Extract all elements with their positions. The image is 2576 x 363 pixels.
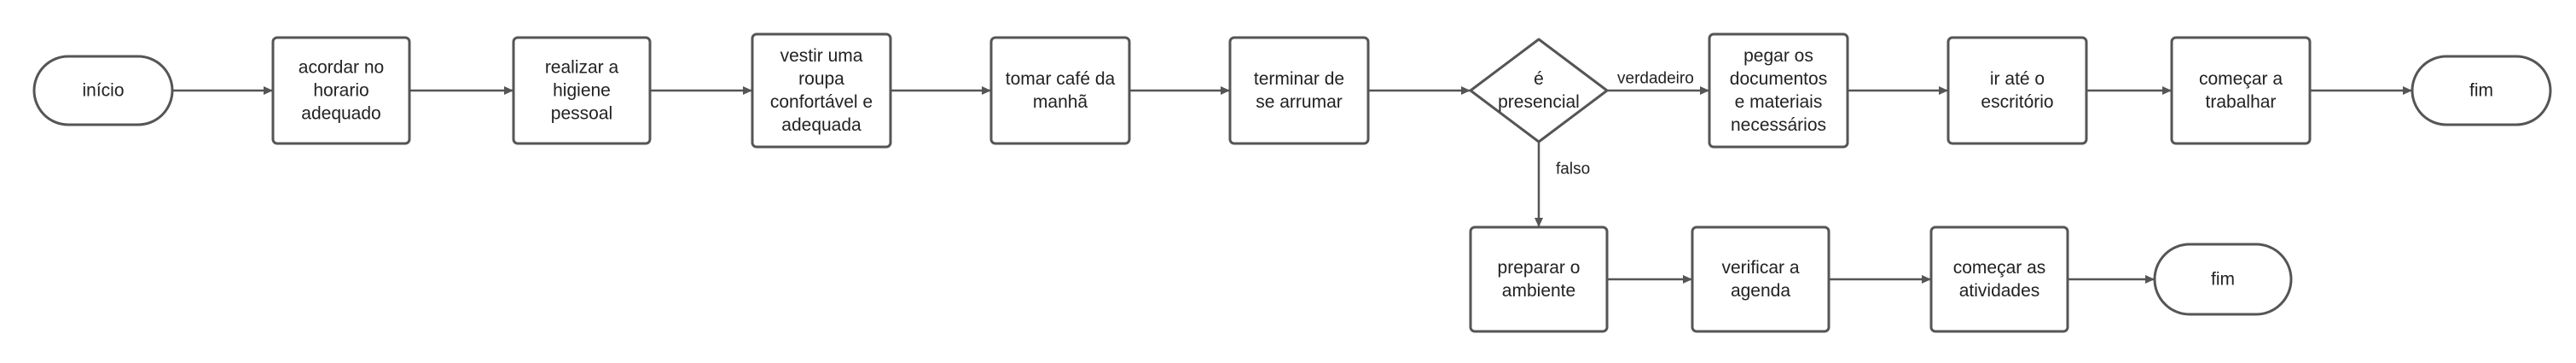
node-ambiente: preparar o ambiente [1469, 225, 1609, 333]
edge-presencial-to-ambiente: falso [1535, 142, 1590, 227]
node-label-line: vestir uma [780, 46, 863, 66]
node-label-line: ambiente [1502, 281, 1575, 301]
process-shape [512, 36, 652, 145]
node-label-line: roupa [798, 69, 844, 89]
node-agenda: verificar a agenda [1691, 225, 1830, 333]
process-shape [1469, 225, 1609, 333]
node-label-line: pegar os [1743, 46, 1813, 66]
process-shape [1708, 32, 1849, 149]
node-label-line: terminar de [1254, 69, 1344, 89]
node-label-line: documentos [1730, 69, 1827, 89]
process-shape [1691, 225, 1830, 333]
node-label-line: higiene [553, 81, 611, 101]
node-label-line: confortável e [770, 92, 873, 112]
node-label-line: é [1534, 69, 1544, 89]
node-cafe: tomar café da manhã [989, 36, 1131, 145]
node-fim1: fim [2411, 55, 2552, 126]
node-label-line: pessoal [551, 104, 612, 124]
process-shape [1228, 36, 1370, 145]
terminal-shape [2411, 55, 2552, 126]
process-shape [271, 36, 411, 145]
node-atividades: começar as atividades [1929, 225, 2069, 333]
process-shape [751, 32, 892, 149]
node-label-line: fim [2211, 270, 2235, 290]
process-shape [1947, 36, 2088, 145]
node-documentos: pegar os documentos e materiais necessários [1708, 32, 1849, 149]
node-fim2: fim [2153, 243, 2293, 316]
node-label-line: adequado [301, 104, 380, 124]
node-label-line: trabalhar [2206, 92, 2277, 112]
node-label-line: presencial [1498, 92, 1580, 112]
edge-label-verdadeiro: verdadeiro [1617, 70, 1694, 88]
edge-presencial-to-documentos: verdadeiro [1607, 70, 1709, 95]
node-higiene: realizar a higiene pessoal [512, 36, 652, 145]
node-escritorio: ir até o escritório [1947, 36, 2088, 145]
decision-shape [1469, 38, 1609, 143]
edges-layer: verdadeiro falso [172, 70, 2412, 284]
node-label-line: início [82, 81, 124, 101]
node-label-line: realizar a [545, 58, 619, 78]
node-label-line: tomar café da [1006, 69, 1116, 89]
node-label-line: e materiais [1735, 92, 1823, 112]
node-label-line: atividades [1959, 281, 2040, 301]
node-label-line: preparar o [1498, 258, 1581, 278]
node-label-line: adequada [781, 115, 862, 135]
edge-label-falso: falso [1556, 161, 1590, 179]
node-label-line: começar as [1953, 258, 2046, 278]
node-label-line: horario [313, 81, 368, 101]
node-inicio: início [32, 55, 174, 126]
node-label-line: ir até o [1990, 69, 2045, 89]
process-shape [2170, 36, 2312, 145]
node-label-line: fim [2469, 81, 2493, 101]
node-arrumar: terminar de se arrumar [1228, 36, 1370, 145]
node-trabalhar: começar a trabalhar [2170, 36, 2312, 145]
node-label-line: se arrumar [1256, 92, 1343, 112]
node-presencial: é presencial [1469, 38, 1609, 143]
node-label-line: manhã [1033, 92, 1088, 112]
node-label-line: começar a [2199, 69, 2283, 89]
process-shape [1929, 225, 2069, 333]
node-label-line: acordar no [299, 58, 384, 78]
terminal-shape [2153, 243, 2293, 316]
node-label-line: escritório [1981, 92, 2053, 112]
node-acordar: acordar no horario adequado [271, 36, 411, 145]
nodes-layer: início acordar no horario adequado realizar … [32, 32, 2552, 333]
process-shape [989, 36, 1131, 145]
node-roupa: vestir uma roupa confortável e adequada [751, 32, 892, 149]
node-label-line: agenda [1731, 281, 1790, 301]
node-label-line: necessários [1731, 115, 1826, 135]
node-label-line: verificar a [1721, 258, 1799, 278]
terminal-shape [32, 55, 174, 126]
